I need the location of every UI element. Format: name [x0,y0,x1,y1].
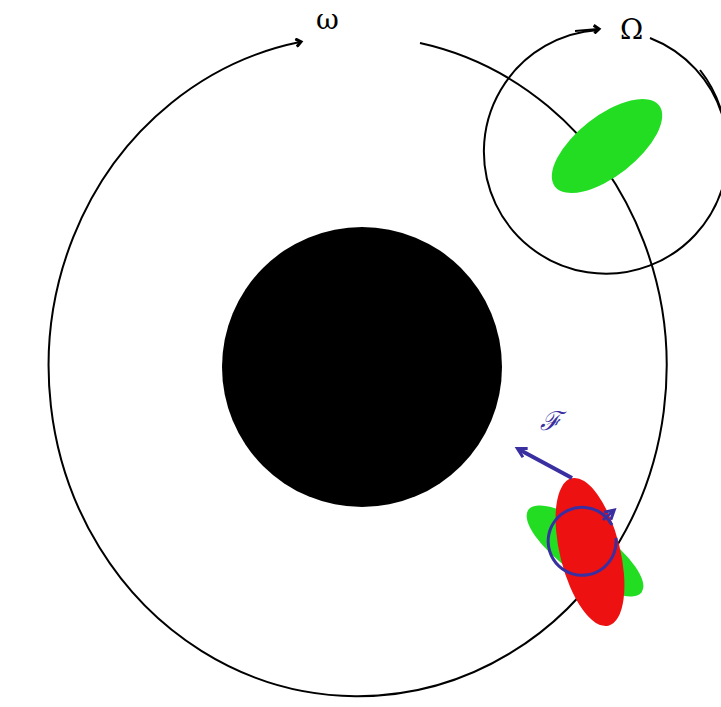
spin-circle [484,30,721,274]
spin-arrow [548,507,616,575]
force-label: ℱ [538,408,563,434]
red-bulge [543,471,638,633]
omega-label: ω [314,6,341,34]
black-hole [222,227,502,507]
spin-circle-part [700,70,721,110]
green-body [537,82,678,211]
big-omega-label: Ω [618,16,645,44]
spin-arrow-head [603,512,612,520]
spin-arrow [575,29,598,31]
force-arrow [520,450,572,478]
